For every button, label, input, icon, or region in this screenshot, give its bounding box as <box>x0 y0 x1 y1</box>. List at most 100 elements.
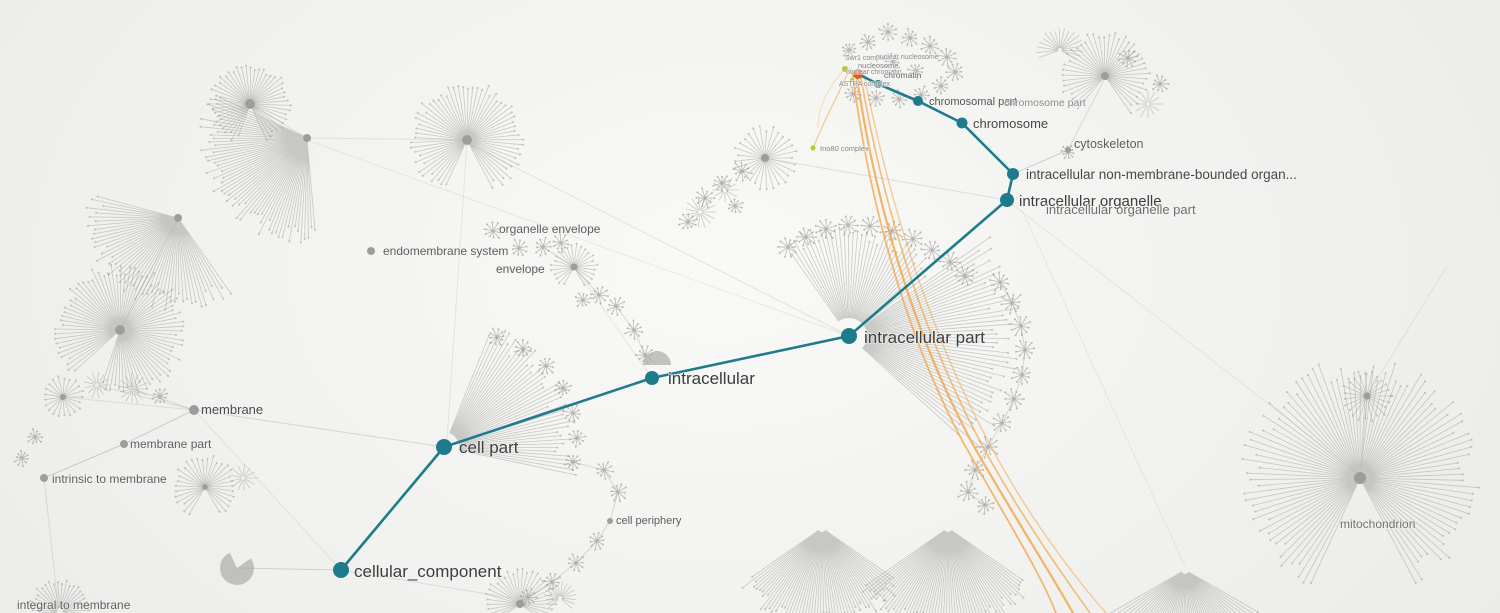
graph-node-gray[interactable] <box>1354 472 1366 484</box>
star-core <box>720 181 724 185</box>
star-core <box>939 84 943 88</box>
graph-node-gray[interactable] <box>115 325 125 335</box>
gray-stem <box>1360 395 1368 471</box>
graph-node-gray[interactable] <box>516 600 524 608</box>
graph-node-highlight[interactable] <box>853 69 863 79</box>
graph-node-teal[interactable] <box>913 96 923 106</box>
graph-node-gray[interactable] <box>303 134 311 142</box>
label-cell-part[interactable]: cell part <box>458 437 519 458</box>
star-core <box>1019 324 1023 328</box>
radial-fan <box>550 243 598 286</box>
label-intracellular-non-membrane-bounded-organ[interactable]: intracellular non-membrane-bounded organ… <box>1025 166 1298 183</box>
graph-node-teal[interactable] <box>874 80 882 88</box>
label-intracellular-part[interactable]: intracellular part <box>863 327 986 348</box>
flow-layer <box>813 65 1107 613</box>
star-burst <box>575 293 592 307</box>
label-swr1-complex[interactable]: Swr1 complex <box>844 54 890 63</box>
star-burst-tips <box>1117 49 1139 68</box>
graph-node-gray[interactable] <box>367 247 375 255</box>
graph-node-teal[interactable] <box>1000 193 1014 207</box>
star-burst-tips <box>945 62 964 82</box>
star-core <box>983 503 987 507</box>
radial-fan <box>230 463 258 491</box>
label-chromatin[interactable]: chromatin <box>883 69 922 81</box>
graph-node-gray[interactable] <box>189 405 199 415</box>
label-membrane[interactable]: membrane <box>200 401 264 418</box>
graph-node-yellow[interactable] <box>842 66 848 72</box>
graph-node-gray[interactable] <box>1363 392 1371 400</box>
gray-stem <box>527 581 553 598</box>
label-cell-periphery[interactable]: cell periphery <box>615 514 683 528</box>
star-burst <box>563 404 580 423</box>
graph-node-gray[interactable] <box>245 99 255 109</box>
label-intracellular-organelle-part[interactable]: intracellular organelle part <box>1045 201 1197 218</box>
label-mitochondrion[interactable]: mitochondrion <box>1339 516 1416 532</box>
graph-node-teal[interactable] <box>645 371 659 385</box>
graph-node-teal[interactable] <box>1007 168 1019 180</box>
star-burst-tips <box>1152 74 1170 93</box>
label-cellular-component[interactable]: cellular_component <box>353 561 502 582</box>
label-chromosome[interactable]: chromosome <box>972 115 1049 132</box>
graph-node-gray[interactable] <box>1065 147 1071 153</box>
graph-node-gray[interactable] <box>570 263 578 271</box>
gray-stem <box>195 411 342 571</box>
star-burst <box>713 176 731 191</box>
graph-node-gray[interactable] <box>174 214 182 222</box>
star-burst-tips <box>151 388 169 404</box>
graph-node-gray[interactable] <box>1101 72 1109 80</box>
radial-fan-tips <box>409 84 525 189</box>
gray-stem <box>764 157 1008 201</box>
label-intracellular[interactable]: intracellular <box>667 368 756 389</box>
label-nuclear-chromatin[interactable]: nuclear chromatin <box>845 68 902 77</box>
label-integral-to-membrane[interactable]: integral to membrane <box>16 597 131 613</box>
star-burst-tips <box>1000 292 1022 315</box>
star-burst-tips <box>906 64 924 80</box>
label-chromosome-part[interactable]: chromosome part <box>1003 96 1086 110</box>
radial-fan <box>209 65 291 141</box>
star-burst-tips <box>538 357 555 375</box>
label-endomembrane-system[interactable]: endomembrane system <box>382 243 509 259</box>
label-organelle-envelope[interactable]: organelle envelope <box>498 221 601 237</box>
graph-node-gray[interactable] <box>761 154 769 162</box>
graph-node-gray[interactable] <box>60 394 66 400</box>
graph-node-gray[interactable] <box>202 484 208 490</box>
star-burst-tips <box>901 228 923 247</box>
star-burst <box>868 91 885 106</box>
graph-node-yellow[interactable] <box>850 78 854 82</box>
star-core <box>846 223 850 227</box>
label-cytoskeleton[interactable]: cytoskeleton <box>1073 136 1144 152</box>
star-burst-tips <box>563 454 582 472</box>
label-intrinsic-to-membrane[interactable]: intrinsic to membrane <box>51 471 168 487</box>
label-membrane-part[interactable]: membrane part <box>129 436 213 452</box>
radial-fan-tips <box>1241 362 1481 585</box>
graph-node-gray[interactable] <box>462 135 472 145</box>
star-burst <box>568 430 586 447</box>
label-envelope[interactable]: envelope <box>495 261 546 277</box>
star-core <box>541 245 545 249</box>
label-intracellular-organelle[interactable]: intracellular organelle <box>1018 192 1162 211</box>
label-ino80-complex[interactable]: Ino80 complex <box>819 143 870 154</box>
graph-node-teal[interactable] <box>436 439 452 455</box>
graph-node-teal[interactable] <box>841 328 857 344</box>
graph-node-gray[interactable] <box>607 518 613 524</box>
graph-node-gray[interactable] <box>40 474 48 482</box>
star-burst-tips <box>589 531 605 551</box>
star-burst-tips <box>878 22 898 41</box>
label-nuclear-nucleosome[interactable]: nuclear nucleosome <box>875 53 939 62</box>
graph-node-teal[interactable] <box>956 117 968 129</box>
label-astra-complex[interactable]: ASTRA complex <box>838 80 891 89</box>
label-nucleosome[interactable]: nucleosome <box>857 60 899 71</box>
star-core <box>740 169 744 173</box>
star-core <box>526 595 530 599</box>
star-burst-tips <box>27 428 44 445</box>
graph-node-yellow[interactable] <box>810 145 816 151</box>
graph-node-gray[interactable] <box>120 440 128 448</box>
star-core <box>571 460 575 464</box>
label-chromosomal-part[interactable]: chromosomal part <box>928 95 1018 109</box>
star-burst <box>932 77 948 94</box>
star-core <box>1126 56 1130 60</box>
graph-node-teal[interactable] <box>333 562 349 578</box>
orange-flow-path <box>859 71 1091 613</box>
star-burst-tips <box>1010 365 1031 386</box>
